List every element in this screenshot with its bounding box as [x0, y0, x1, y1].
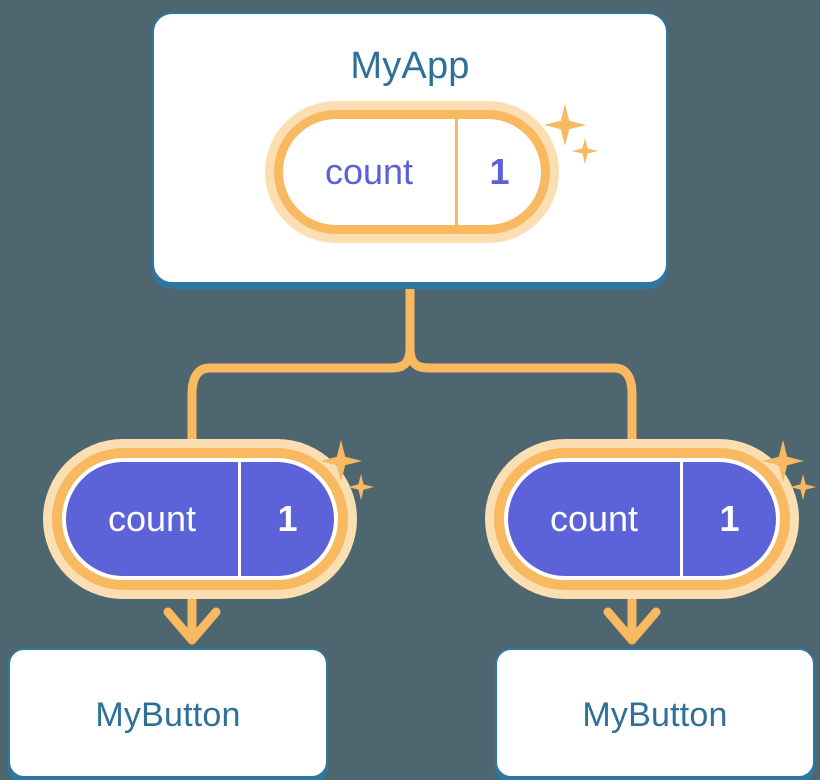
- state-pill-key: count: [324, 151, 414, 192]
- child-state-pill-left[interactable]: count 1: [62, 458, 338, 580]
- state-pill-key: count: [549, 498, 639, 539]
- arrow-down-icon-left: [163, 607, 221, 645]
- connector-branch-left: [187, 343, 415, 457]
- state-pill-body: count 1: [504, 458, 780, 580]
- state-pill-value: 1: [719, 498, 740, 539]
- button-card-right[interactable]: MyButton: [495, 648, 815, 778]
- sparkle-small-icon: [348, 474, 374, 500]
- connector-branch-right: [405, 343, 637, 457]
- state-pill-divider: [455, 119, 458, 225]
- child-state-pill-right[interactable]: count 1: [504, 458, 780, 580]
- state-pill-body: count 1: [274, 110, 550, 234]
- state-pill-key: count: [107, 498, 197, 539]
- state-pill-divider: [680, 462, 683, 576]
- arrow-down-icon-right: [603, 607, 661, 645]
- app-card-title: MyApp: [350, 45, 470, 87]
- button-card-title: MyButton: [95, 696, 241, 734]
- sparkle-small-icon: [790, 474, 816, 500]
- state-pill-value: 1: [277, 498, 298, 539]
- state-pill-divider: [238, 462, 241, 576]
- app-state-pill[interactable]: count 1: [274, 110, 550, 234]
- state-pill-value: 1: [489, 151, 510, 192]
- state-pill-body: count 1: [62, 458, 338, 580]
- button-card-title: MyButton: [582, 696, 728, 734]
- button-card-left[interactable]: MyButton: [8, 648, 328, 778]
